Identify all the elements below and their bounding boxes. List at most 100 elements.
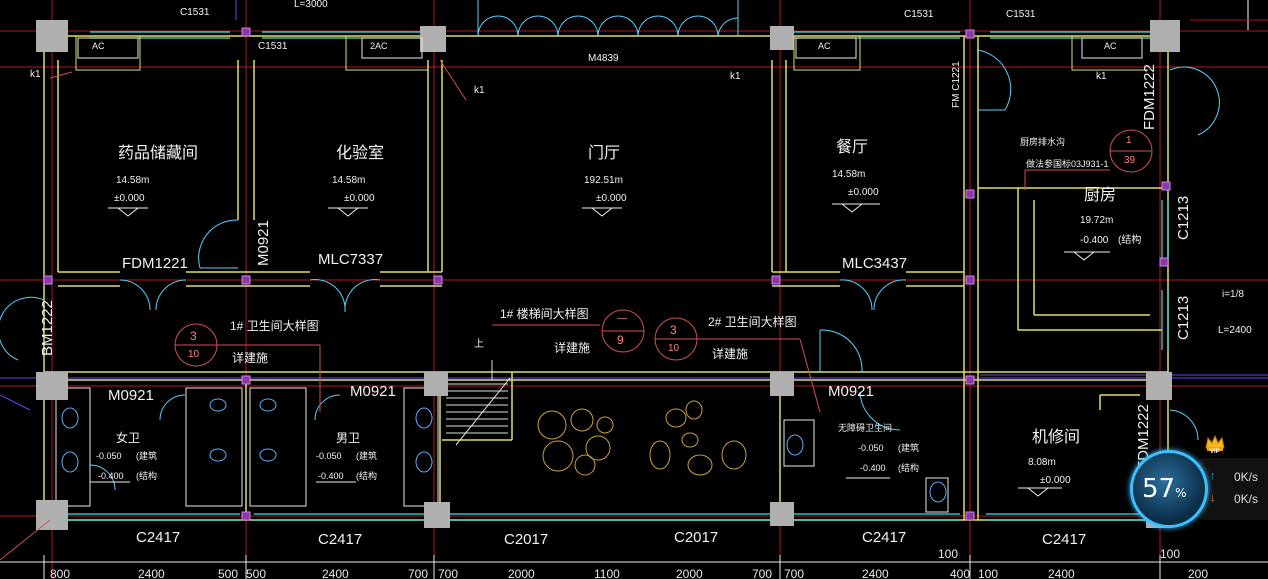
toilet-l2n-3: (结构 xyxy=(898,463,919,473)
window-label-top-2: C1531 xyxy=(258,41,288,52)
detail-num-3: 3 xyxy=(670,323,677,337)
room-area-4: 14.58m xyxy=(832,169,866,180)
ac-label-4: AC xyxy=(1104,41,1117,51)
detail-num-2: — xyxy=(617,313,627,324)
detail-num-1: 3 xyxy=(190,329,197,343)
door-m0921-vertical: M0921 xyxy=(255,220,272,266)
columns xyxy=(36,20,1180,530)
dim-6: 700 xyxy=(408,567,429,579)
k1-label-3: k1 xyxy=(730,71,741,82)
dim-12: 700 xyxy=(784,567,805,579)
door-bm1222: BM1222 xyxy=(39,300,56,356)
room-name-2: 化验室 xyxy=(336,145,385,162)
windows xyxy=(60,31,1169,521)
toilet-name-1: 女卫 xyxy=(116,431,141,445)
bottom-window-1: C2417 xyxy=(136,529,181,546)
toilet-l1n-3: (建筑 xyxy=(898,443,919,453)
dim-9: 1100 xyxy=(594,567,620,579)
detail-sub-1: 详建施 xyxy=(232,351,269,365)
door-fm-c1221: FM C1221 xyxy=(951,61,962,108)
bottom-window-5: C2417 xyxy=(862,529,907,546)
bottom-window-4: C2017 xyxy=(674,529,719,546)
dim-18: 100 xyxy=(1160,547,1181,561)
window-c1213-b: C1213 xyxy=(1175,295,1192,340)
dim-14: 100 xyxy=(938,547,959,561)
room-area-3: 192.51m xyxy=(584,175,623,186)
annotation-leaders xyxy=(49,59,1153,413)
usage-percent-unit: % xyxy=(1175,486,1187,500)
toilet-name-2: 男卫 xyxy=(336,431,361,445)
kitchen-ref-line1: 厨房排水沟 xyxy=(1020,137,1066,147)
dim-2: 2400 xyxy=(138,567,165,579)
detail-page-2: 9 xyxy=(617,333,624,347)
room-name-1: 药品储藏间 xyxy=(118,145,199,162)
length-label-right: L=2400 xyxy=(1218,325,1252,336)
ac-label-1: AC xyxy=(92,41,105,51)
room-name-6: 机修间 xyxy=(1032,429,1081,446)
ac-units xyxy=(77,37,1143,59)
toilet-l2-2: -0.400 xyxy=(318,471,344,481)
network-speed-widget[interactable]: 57% VIP ↑ 0K/s ↓ 0K/s xyxy=(1128,434,1268,548)
bottom-window-3: C2017 xyxy=(504,531,549,548)
dim-1: 800 xyxy=(50,567,71,579)
room-level-4: ±0.000 xyxy=(848,187,879,198)
usage-percent: 57% xyxy=(1142,474,1187,504)
room-level-5: -0.400 xyxy=(1080,235,1109,246)
upstairs-label: 上 xyxy=(474,339,484,350)
room-note-5: (结构 xyxy=(1118,235,1142,246)
window-c1213-a: C1213 xyxy=(1175,195,1192,240)
detail-title-3: 2# 卫生间大样图 xyxy=(708,315,797,329)
toilet-l1-2: -0.050 xyxy=(316,451,342,461)
door-mlc3437: MLC3437 xyxy=(842,255,908,272)
toilet-l1n-2: (建筑 xyxy=(356,451,377,461)
dim-8: 2000 xyxy=(508,567,535,579)
door-m0921-b: M0921 xyxy=(350,383,396,400)
ac-label-2: 2AC xyxy=(370,41,388,51)
room-area-5: 19.72m xyxy=(1080,215,1114,226)
detail-title-2: 1# 楼梯间大样图 xyxy=(500,307,589,321)
room-level-3: ±0.000 xyxy=(596,193,627,204)
room-name-4: 餐厅 xyxy=(836,139,869,156)
kitchen-ref-page: 39 xyxy=(1124,155,1136,166)
toilet-l2n-2: (结构 xyxy=(356,471,377,481)
usage-percent-value: 57 xyxy=(1142,474,1176,504)
room-level-2: ±0.000 xyxy=(344,193,375,204)
dim-5: 2400 xyxy=(322,567,349,579)
detail-sub-2: 详建施 xyxy=(554,341,591,355)
room-level-6: ±0.000 xyxy=(1040,475,1071,486)
ac-label-3: AC xyxy=(818,41,831,51)
window-label-top-3: C1531 xyxy=(904,9,934,20)
download-speed: 0K/s xyxy=(1234,492,1259,506)
download-arrow-icon: ↓ xyxy=(1210,492,1216,504)
vip-crown-icon xyxy=(1205,434,1225,451)
main-door-label: M4839 xyxy=(588,53,619,64)
dim-7: 700 xyxy=(438,567,459,579)
dim-13: 2400 xyxy=(862,567,889,579)
room-name-5: 厨房 xyxy=(1084,187,1117,204)
detail-page-3: 10 xyxy=(668,343,680,354)
door-fdm1222-a: FDM1222 xyxy=(1141,64,1158,130)
slope-label: i=1/8 xyxy=(1222,289,1244,300)
door-m0921-a: M0921 xyxy=(108,387,154,404)
detail-page-1: 10 xyxy=(188,349,200,360)
k1-label-2: k1 xyxy=(474,85,485,96)
toilet-l1n-1: (建筑 xyxy=(136,451,157,461)
toilet-l1-1: -0.050 xyxy=(96,451,122,461)
dim-16: 100 xyxy=(978,567,999,579)
k1-label-4: k1 xyxy=(1096,71,1107,82)
toilet-l2-3: -0.400 xyxy=(860,463,886,473)
room-level-1: ±0.000 xyxy=(114,193,145,204)
room-area-6: 8.08m xyxy=(1028,457,1056,468)
vip-badge: VIP xyxy=(1210,449,1220,455)
room-name-3: 门厅 xyxy=(588,145,621,162)
bottom-window-6: C2417 xyxy=(1042,531,1087,548)
door-fdm1221: FDM1221 xyxy=(122,255,188,272)
door-m0921-c: M0921 xyxy=(828,383,874,400)
room-area-1: 14.58m xyxy=(116,175,150,186)
bottom-window-2: C2417 xyxy=(318,531,363,548)
window-label-top-4: C1531 xyxy=(1006,9,1036,20)
k1-label-1: k1 xyxy=(30,69,41,80)
